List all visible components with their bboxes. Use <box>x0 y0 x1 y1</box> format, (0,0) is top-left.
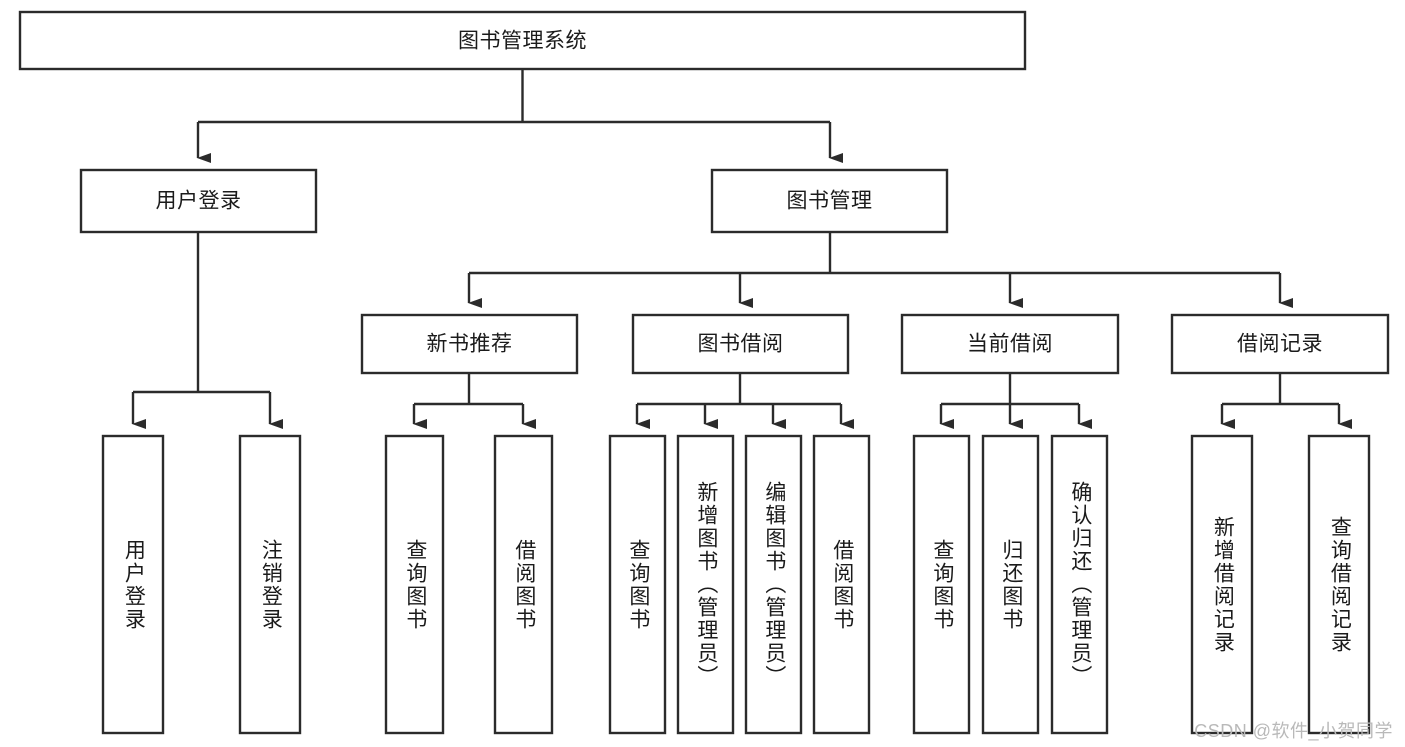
connector-group-root-to-level2 <box>196 69 843 163</box>
connector-group-borrow-record-to-leaves <box>1220 373 1352 429</box>
leaf-query-book-3-rect[interactable] <box>912 434 971 735</box>
leaf-borrow-book-1-rect[interactable] <box>493 434 554 735</box>
connector-group-current-borrow-to-leaves <box>939 373 1092 429</box>
node-book-borrow[interactable]: 图书借阅 <box>631 313 850 375</box>
leaf-confirm-return-rect[interactable] <box>1050 434 1109 735</box>
node-root-rect[interactable] <box>18 10 1027 71</box>
node-book-borrow-label: 图书借阅 <box>698 333 784 356</box>
node-new-book-recommend[interactable]: 新书推荐 <box>360 313 579 375</box>
leaf-query-book-1-rect[interactable] <box>384 434 445 735</box>
leaf-boxes-group <box>101 434 1371 735</box>
node-book-management[interactable]: 图书管理 <box>710 168 949 234</box>
leaf-edit-book-rect[interactable] <box>744 434 803 735</box>
node-user-login-label: 用户登录 <box>156 190 242 213</box>
node-current-borrow-rect[interactable] <box>900 313 1120 375</box>
connector-group-book-management-to-level3 <box>467 232 1293 308</box>
connector-group-user-login-to-leaves <box>131 232 283 429</box>
leaf-add-book-rect[interactable] <box>676 434 735 735</box>
leaf-query-record-rect[interactable] <box>1307 434 1371 735</box>
node-new-book-recommend-label: 新书推荐 <box>427 333 513 356</box>
leaf-add-record-rect[interactable] <box>1190 434 1254 735</box>
connector-group-book-borrow-to-leaves <box>635 373 854 429</box>
leaf-query-book-2-rect[interactable] <box>608 434 667 735</box>
node-borrow-record-rect[interactable] <box>1170 313 1390 375</box>
leaf-return-book-rect[interactable] <box>981 434 1040 735</box>
node-book-borrow-rect[interactable] <box>631 313 850 375</box>
node-user-login[interactable]: 用户登录 <box>79 168 318 234</box>
node-root-label: 图书管理系统 <box>458 30 587 53</box>
node-new-book-recommend-rect[interactable] <box>360 313 579 375</box>
node-user-login-rect[interactable] <box>79 168 318 234</box>
node-book-management-label: 图书管理 <box>787 190 873 213</box>
connector-group-new-book-recommend-to-leaves <box>412 373 536 429</box>
node-book-management-rect[interactable] <box>710 168 949 234</box>
node-current-borrow-label: 当前借阅 <box>967 333 1053 356</box>
node-root[interactable]: 图书管理系统 <box>18 10 1027 71</box>
node-current-borrow[interactable]: 当前借阅 <box>900 313 1120 375</box>
node-borrow-record-label: 借阅记录 <box>1237 333 1323 356</box>
leaf-user-login-rect[interactable] <box>101 434 165 735</box>
leaf-borrow-book-2-rect[interactable] <box>812 434 871 735</box>
leaf-logout-login-rect[interactable] <box>238 434 302 735</box>
csdn-watermark: CSDN @软件_小贺同学 <box>1194 721 1393 741</box>
node-borrow-record[interactable]: 借阅记录 <box>1170 313 1390 375</box>
